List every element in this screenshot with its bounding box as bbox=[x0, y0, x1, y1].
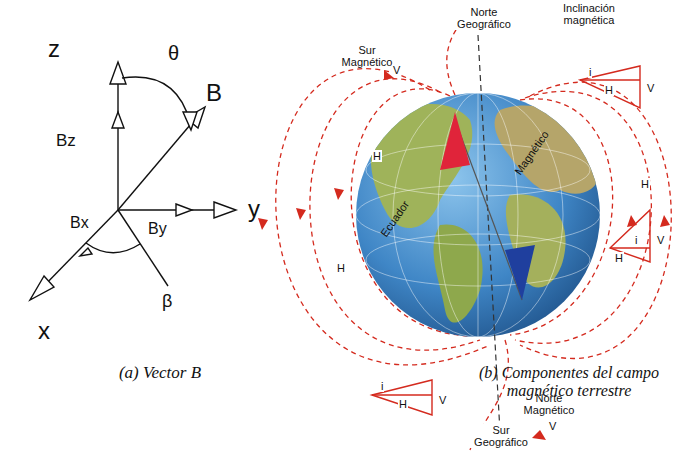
component-label: Bz bbox=[56, 132, 76, 151]
component-label: H bbox=[614, 252, 624, 264]
vector-label: B bbox=[206, 80, 222, 106]
component-label: H bbox=[372, 150, 382, 162]
component-label: V bbox=[646, 82, 655, 94]
component-label: V bbox=[656, 234, 665, 246]
pole-label: Sur Magnético bbox=[336, 44, 398, 68]
axis-label: x bbox=[38, 318, 50, 344]
component-vectors bbox=[372, 66, 650, 415]
angle-label: i bbox=[380, 380, 384, 392]
component-label: By bbox=[148, 220, 167, 238]
component-label: H bbox=[604, 84, 614, 96]
pole-label: Sur Geográfico bbox=[470, 424, 532, 448]
angle-label: β bbox=[162, 292, 172, 312]
subfigure-caption: (a) Vector B bbox=[60, 364, 260, 383]
field-arrows bbox=[258, 70, 686, 440]
component-label: H bbox=[398, 398, 408, 410]
component-label: H bbox=[640, 178, 650, 190]
axis-label: y bbox=[248, 196, 260, 222]
axis-label: Magnético bbox=[512, 128, 551, 177]
angle-label: i bbox=[588, 66, 592, 78]
component-label: V bbox=[548, 420, 557, 432]
component-label: Bx bbox=[70, 214, 89, 232]
pole-label: Norte Geográfico bbox=[448, 6, 520, 30]
component-label: V bbox=[392, 64, 401, 76]
equator-label: Ecuador bbox=[378, 198, 411, 239]
angle-label: i bbox=[634, 234, 638, 246]
component-label: V bbox=[438, 394, 447, 406]
callout-label: Inclinación magnética bbox=[548, 2, 630, 26]
subfigure-caption: (b) Componentes del campo magnético terr… bbox=[456, 364, 682, 399]
component-label: H bbox=[336, 262, 346, 274]
angle-label: θ bbox=[168, 42, 179, 64]
axis-label: z bbox=[48, 36, 60, 62]
axes bbox=[30, 62, 236, 300]
